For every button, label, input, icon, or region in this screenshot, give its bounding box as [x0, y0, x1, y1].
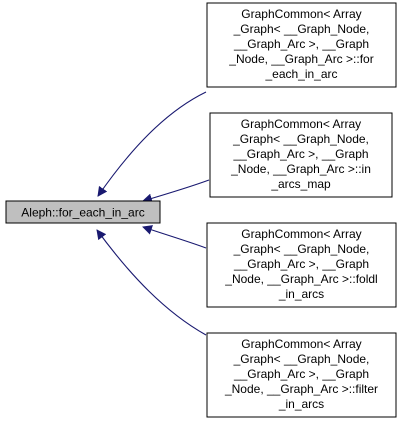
target-node-line: _Node, __Graph_Arc >::in: [230, 162, 371, 176]
source-node-box: [5, 200, 161, 224]
edge-to-foldl-in-arcs: [142, 225, 207, 249]
target-node-line: GraphCommon< Array: [241, 227, 361, 241]
target-node-in-arcs-map[interactable]: GraphCommon< Array _Graph< __Graph_Node,…: [209, 112, 393, 198]
target-node-box: [206, 332, 397, 418]
target-node-foldl-in-arcs[interactable]: GraphCommon< Array _Graph< __Graph_Node,…: [206, 222, 397, 308]
source-node-label: Aleph::for_each_in_arc: [21, 206, 144, 220]
target-node-line: _each_in_arc: [264, 67, 337, 81]
target-node-line: GraphCommon< Array: [241, 117, 361, 131]
target-node-line: _Graph< __Graph_Node,: [233, 242, 370, 256]
target-node-for-each-in-arc[interactable]: GraphCommon< Array _Graph< __Graph_Node,…: [206, 2, 397, 88]
target-node-box: [206, 2, 397, 88]
target-node-line: __Graph_Arc >, __Graph: [232, 147, 368, 161]
target-node-line: _Graph< __Graph_Node,: [233, 352, 370, 366]
source-node[interactable]: Aleph::for_each_in_arc: [5, 200, 161, 224]
target-node-line: __Graph_Arc >, __Graph: [233, 257, 369, 271]
target-node-filter-in-arcs[interactable]: GraphCommon< Array _Graph< __Graph_Node,…: [206, 332, 397, 418]
target-node-line: GraphCommon< Array: [241, 337, 361, 351]
edges-group: [96, 91, 210, 336]
target-node-line: _in_arcs: [278, 397, 324, 411]
target-node-line: _Node, __Graph_Arc >::foldl: [224, 272, 377, 286]
edge-to-filter-in-arcs: [96, 229, 207, 336]
target-node-line: __Graph_Arc >, __Graph: [233, 37, 369, 51]
target-node-box: [209, 112, 393, 198]
target-node-line: _in_arcs: [278, 287, 324, 301]
edge-to-for-each-in-arc: [97, 91, 207, 197]
target-node-box: [206, 222, 397, 308]
target-node-line: _Graph< __Graph_Node,: [233, 22, 370, 36]
target-node-line: _Graph< __Graph_Node,: [232, 132, 369, 146]
target-node-line: _Node, __Graph_Arc >::for: [228, 52, 373, 66]
target-node-line: __Graph_Arc >, __Graph: [233, 367, 369, 381]
target-node-line: _Node, __Graph_Arc >::filter: [224, 382, 378, 396]
edge-to-in-arcs-map: [142, 179, 210, 204]
target-node-line: GraphCommon< Array: [241, 7, 361, 21]
target-node-line: _arcs_map: [270, 177, 331, 191]
